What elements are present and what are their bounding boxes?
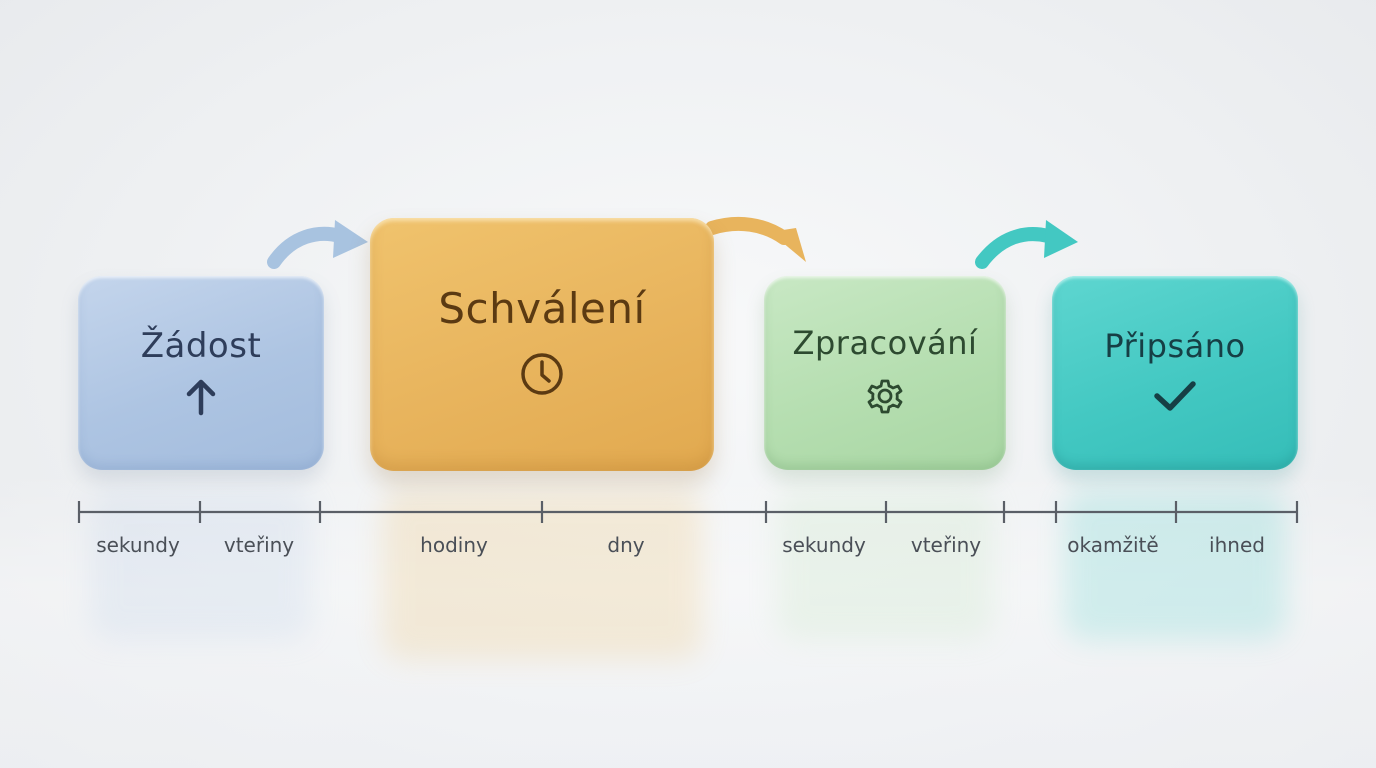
step-zadost: Žádost xyxy=(78,276,324,470)
timeline-ticks xyxy=(77,501,1299,523)
step-zadost-label: Žádost xyxy=(140,326,262,366)
step-pripsano-label: Připsáno xyxy=(1104,327,1246,365)
timeline-label-ihned: ihned xyxy=(1209,533,1265,557)
step-zpracovani-label: Zpracování xyxy=(792,324,978,362)
floor-reflection xyxy=(0,470,1376,768)
timeline-label-vteriny: vteřiny xyxy=(223,533,295,557)
timeline-label-sekundy: sekundy xyxy=(96,533,180,557)
step-schvaleni-label: Schválení xyxy=(438,283,646,333)
timeline-label-vteriny-2: vteřiny xyxy=(910,533,982,557)
arrow-zpracovani-to-pripsano xyxy=(975,220,1078,269)
checkmark-icon xyxy=(1154,381,1196,411)
step-pripsano: Připsáno xyxy=(1052,276,1298,470)
arrow-zadost-to-schvaleni xyxy=(267,220,368,269)
timeline-label-dny: dny xyxy=(607,533,645,557)
arrow-up-icon xyxy=(186,379,216,416)
timeline-label-hodiny: hodiny xyxy=(420,533,488,557)
step-zpracovani: Zpracování xyxy=(764,276,1006,470)
arrow-schvaleni-to-zpracovani xyxy=(705,216,806,262)
clock-icon xyxy=(521,352,563,395)
timeline-label-okamzite: okamžitě xyxy=(1067,533,1159,557)
timeline-label-sekundy-2: sekundy xyxy=(782,533,866,557)
gear-icon xyxy=(867,379,903,414)
step-schvaleni: Schválení xyxy=(370,218,714,471)
